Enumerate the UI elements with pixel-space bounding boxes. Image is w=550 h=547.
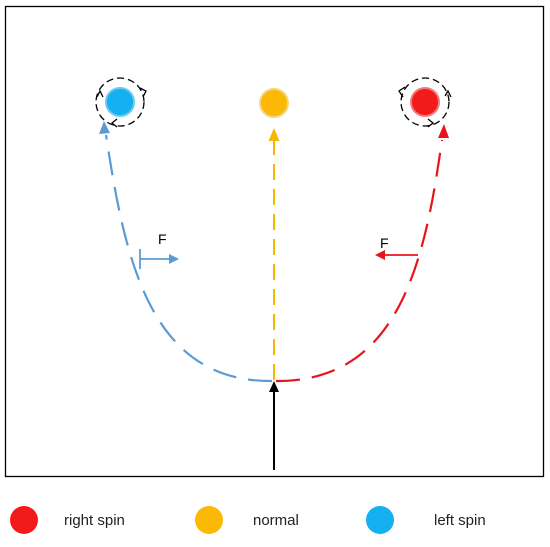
left-spin-chevron-bottom bbox=[110, 118, 118, 128]
left-spin-ball bbox=[105, 87, 135, 117]
right-spin-indicator bbox=[400, 77, 450, 127]
legend-label-right-spin: right spin bbox=[64, 511, 125, 529]
legend-dot-left-spin bbox=[366, 506, 394, 534]
legend: right spin normal left spin bbox=[0, 498, 550, 542]
legend-dot-right-spin bbox=[10, 506, 38, 534]
legend-label-left-spin: left spin bbox=[434, 511, 486, 529]
force-label-left: F bbox=[158, 231, 167, 247]
launch-arrowhead bbox=[269, 381, 279, 392]
legend-item-left-spin: left spin bbox=[366, 498, 486, 542]
legend-dot-normal bbox=[195, 506, 223, 534]
force-label-right: F bbox=[380, 235, 389, 251]
force-arrow-left-head bbox=[169, 254, 179, 264]
legend-item-right-spin: right spin bbox=[10, 498, 125, 542]
left-spin-chevron-side bbox=[96, 89, 104, 98]
right-spin-ball bbox=[410, 87, 440, 117]
normal-ball bbox=[259, 88, 289, 118]
right-spin-chevron-top bbox=[398, 86, 406, 98]
left-spin-path bbox=[104, 134, 273, 383]
force-arrow-right-head bbox=[375, 250, 385, 260]
normal-path-arrowhead bbox=[268, 128, 280, 141]
legend-item-normal: normal bbox=[195, 498, 299, 542]
right-spin-path bbox=[275, 139, 444, 383]
left-spin-path-arrowhead bbox=[99, 121, 110, 134]
legend-label-normal: normal bbox=[253, 511, 299, 529]
right-spin-path-arrowhead bbox=[438, 124, 449, 138]
right-spin-chevron-side bbox=[444, 89, 452, 98]
right-spin-chevron-bottom bbox=[427, 118, 435, 128]
left-spin-indicator bbox=[95, 77, 145, 127]
diagram-frame bbox=[4, 5, 545, 478]
left-spin-chevron-top bbox=[139, 87, 147, 98]
